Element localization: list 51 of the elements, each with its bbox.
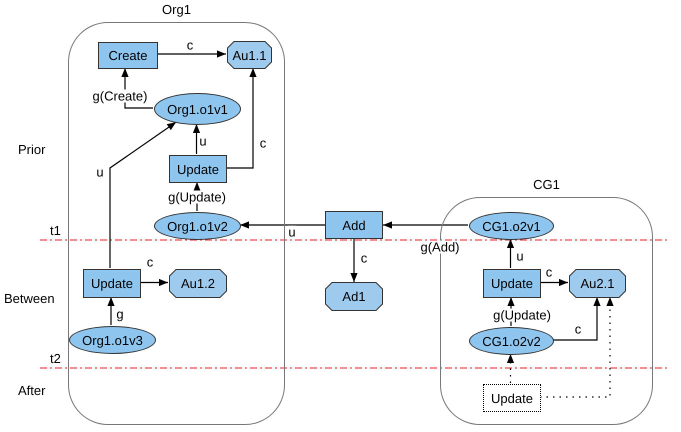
arrow bbox=[350, 239, 358, 282]
arrow bbox=[107, 297, 115, 325]
group-title: Org1 bbox=[162, 0, 191, 19]
phase-label: t2 bbox=[50, 352, 61, 365]
version-ellipse bbox=[69, 326, 156, 354]
process-box bbox=[169, 155, 227, 183]
arrow bbox=[140, 278, 168, 286]
arrow bbox=[383, 221, 468, 229]
phase-label: Prior bbox=[18, 143, 46, 156]
node-label: Au2.1 bbox=[580, 277, 614, 290]
process-box bbox=[98, 42, 158, 69]
octagon-node bbox=[569, 269, 626, 298]
phase-label: t1 bbox=[50, 224, 61, 237]
arrow bbox=[540, 278, 568, 286]
process-box bbox=[325, 211, 383, 239]
node-label: Update bbox=[177, 162, 219, 176]
node-label: Update bbox=[91, 277, 133, 290]
arrow bbox=[192, 124, 200, 154]
dotted-box bbox=[483, 384, 541, 412]
node-label: Org1.o1v1 bbox=[167, 102, 228, 116]
octagon-node bbox=[325, 282, 383, 311]
node-label: Add bbox=[342, 218, 366, 232]
octagon-node bbox=[227, 41, 272, 69]
edge-label: g(Update) bbox=[492, 308, 552, 322]
process-box bbox=[83, 269, 141, 298]
edge-label: g(Add) bbox=[419, 240, 461, 254]
node-label: Update bbox=[491, 277, 533, 290]
node-label: CG1.o2v2 bbox=[482, 334, 541, 348]
arrow bbox=[506, 354, 514, 383]
process-box bbox=[483, 269, 541, 298]
node-label: CG1.o2v1 bbox=[482, 220, 541, 232]
arrow bbox=[506, 239, 514, 268]
octagon-node bbox=[169, 269, 227, 298]
arrow bbox=[240, 221, 325, 229]
edge-label: g(Update) bbox=[167, 190, 227, 204]
node-label: Au1.1 bbox=[232, 48, 266, 62]
phase-label: Between bbox=[4, 292, 55, 305]
node-label: Au1.2 bbox=[181, 277, 215, 290]
node-label: Org1.o1v3 bbox=[82, 334, 143, 346]
arrow bbox=[109, 122, 176, 268]
edge-label: g(Create) bbox=[92, 90, 148, 102]
node-label: Create bbox=[108, 49, 148, 62]
edge-label: u bbox=[287, 226, 297, 238]
node-label: Org1.o1v2 bbox=[167, 220, 228, 232]
arrow bbox=[157, 50, 226, 58]
phase-label: After bbox=[18, 384, 46, 397]
arrow bbox=[226, 68, 257, 169]
group-title: CG1 bbox=[533, 176, 560, 194]
node-label: Ad1 bbox=[342, 290, 366, 303]
arrow bbox=[553, 297, 601, 341]
node-label: Update bbox=[491, 392, 533, 404]
